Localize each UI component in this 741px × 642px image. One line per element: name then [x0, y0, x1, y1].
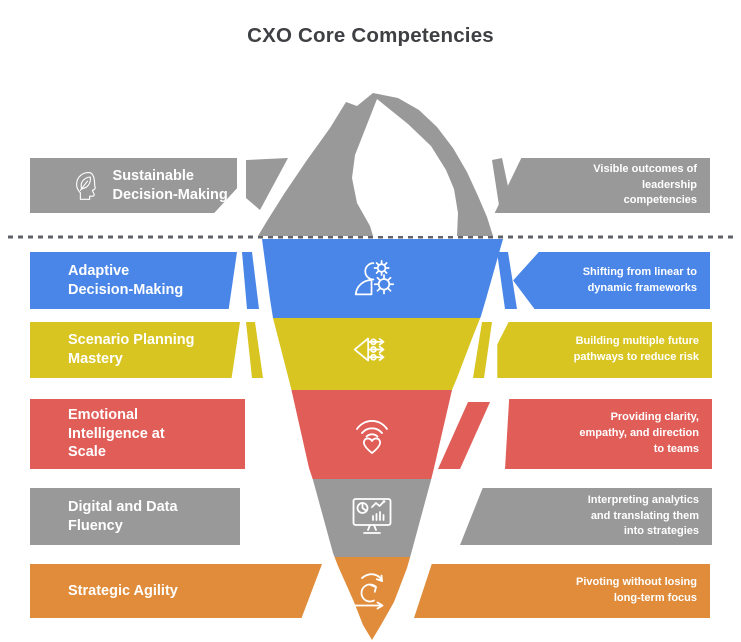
row-description: Visible outcomes of leadership competenc… — [593, 162, 697, 207]
row-label: Adaptive Decision-Making — [68, 262, 184, 298]
row-description: Interpreting analytics and translating t… — [587, 493, 699, 538]
person-gears-icon — [354, 259, 395, 296]
band-sustainable-decision-making: Sustainable Decision-Making — [30, 158, 237, 213]
row-label: Strategic Agility — [68, 582, 178, 599]
iceberg-snow-facet — [352, 99, 458, 236]
row-description: Pivoting without losing long-term focus — [576, 576, 697, 604]
page-title: CXO Core Competencies — [247, 24, 494, 47]
band-adaptive-decision-making: Adaptive Decision-Making — [30, 252, 237, 309]
row-label: Scenario Planning Mastery — [68, 332, 195, 367]
band-agility-outcome: Pivoting without losing long-term focus — [414, 564, 710, 618]
band-digital-outcome: Interpreting analytics and translating t… — [460, 488, 712, 545]
band-scenario-planning: Scenario Planning Mastery — [30, 322, 240, 378]
agility-loop-icon — [351, 573, 384, 610]
band-emotional-outcome: Providing clarity, empathy, and directio… — [505, 399, 712, 469]
analytics-monitor-icon — [352, 498, 392, 534]
row-description: Shifting from linear to dynamic framewor… — [582, 265, 697, 294]
band-strategic-agility: Strategic Agility — [30, 564, 322, 618]
iceberg-above-water — [258, 93, 493, 236]
row-description: Building multiple future pathways to red… — [573, 335, 699, 363]
band-scenario-outcome: Building multiple future pathways to red… — [497, 322, 712, 378]
row-label: Emotional Intelligence at Scale — [68, 407, 165, 461]
signal-heart-icon — [356, 420, 388, 454]
head-leaf-icon — [76, 171, 96, 200]
row-description: Providing clarity, empathy, and directio… — [579, 411, 699, 455]
band-adaptive-outcome: Shifting from linear to dynamic framewor… — [513, 252, 710, 309]
row-label: Digital and Data Fluency — [68, 498, 178, 534]
branching-pathways-icon — [353, 337, 385, 362]
row-label: Sustainable Decision-Making — [112, 167, 228, 203]
band-digital-data-fluency: Digital and Data Fluency — [30, 488, 240, 545]
band-sustainable-outcome: Visible outcomes of leadership competenc… — [494, 158, 710, 213]
band-emotional-intelligence: Emotional Intelligence at Scale — [30, 399, 245, 469]
iceberg-shards — [242, 158, 517, 469]
